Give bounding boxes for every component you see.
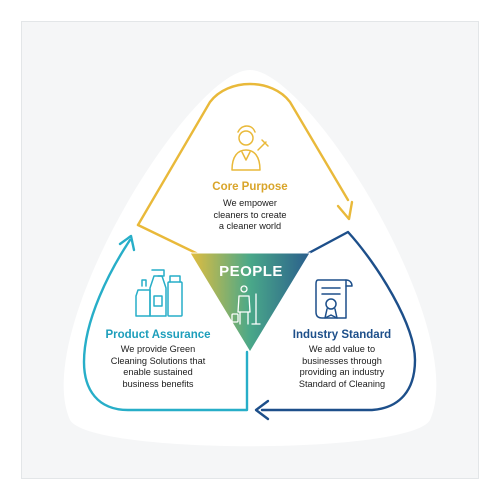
core-purpose-inner-edge [136, 223, 202, 257]
core-purpose-line: cleaners to create [213, 209, 287, 220]
industry-standard-line: businesses through [302, 355, 382, 366]
industry-standard-title: Industry Standard [292, 329, 392, 341]
product-assurance-line: business benefits [122, 378, 194, 389]
core-purpose-arrowhead [336, 200, 354, 221]
product-arc [82, 238, 249, 412]
industry-standard-block: Industry Standard We add value to busine… [272, 329, 412, 390]
core-purpose-block: Core Purpose We empower cleaners to crea… [175, 181, 325, 233]
core-purpose-line: a cleaner world [218, 221, 282, 231]
industry-standard-line: We add value to [308, 344, 376, 354]
product-assurance-line: We provide Green [120, 344, 196, 354]
certificate-icon [315, 279, 353, 319]
product-assurance-text: We provide Green Cleaning Solutions that… [88, 344, 228, 390]
industry-standard-line: providing an industry [299, 367, 385, 377]
cleaning-bottles-icon [135, 269, 183, 317]
product-assurance-block: Product Assurance We provide Green Clean… [88, 329, 228, 390]
industry-standard-text: We add value to businesses through provi… [272, 344, 412, 390]
product-arrowhead [118, 234, 136, 252]
industry-standard-line: Standard of Cleaning [298, 378, 386, 389]
industry-arc [260, 230, 417, 412]
center-label: PEOPLE [219, 263, 283, 280]
core-purpose-arc [136, 82, 350, 227]
cleaner-mop-icon [231, 285, 261, 325]
product-assurance-line: enable sustained [123, 367, 193, 377]
core-purpose-line: We empower [223, 198, 277, 208]
core-purpose-title: Core Purpose [212, 181, 288, 193]
core-purpose-text: We empower cleaners to create a cleaner … [175, 198, 325, 233]
industry-arrowhead [254, 399, 270, 421]
cleaner-person-icon [231, 125, 269, 171]
product-assurance-line: Cleaning Solutions that [110, 355, 206, 366]
product-assurance-title: Product Assurance [105, 329, 211, 341]
